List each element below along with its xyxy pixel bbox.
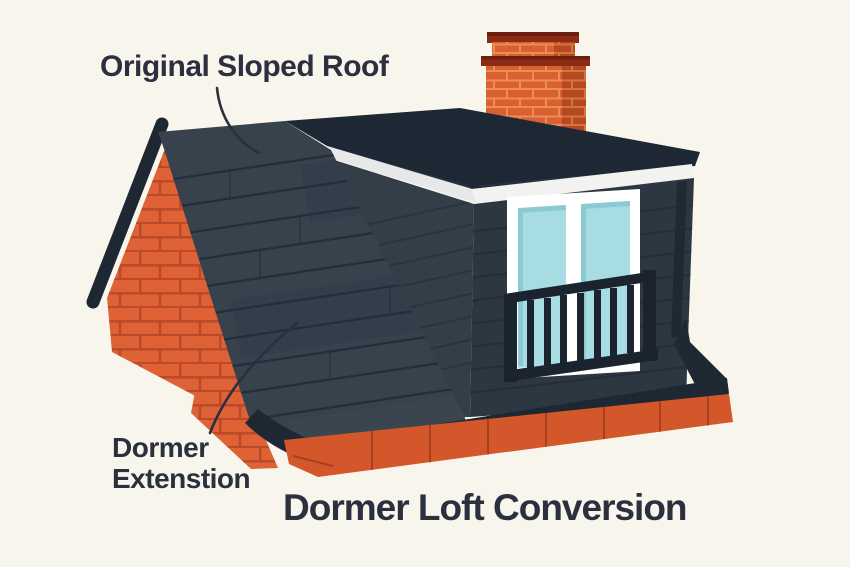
brick-eaves-band: [284, 394, 733, 477]
dormer-corner-trim: [671, 181, 687, 338]
railing-right-post: [643, 270, 656, 361]
chimney-top-cap: [487, 32, 579, 43]
leader-line-dormer-extension: [208, 321, 299, 435]
diagram-title: Dormer Loft Conversion: [283, 487, 688, 528]
brick-gable-wall: [107, 146, 256, 428]
dormer-side-sweep: [674, 318, 729, 396]
original-sloped-roof-label: Original Sloped Roof: [100, 50, 389, 83]
chimney-shoulder-cap: [481, 56, 590, 66]
dormer-extension-label-line1: Dormer: [112, 432, 209, 463]
railing-top-rail: [504, 271, 655, 304]
brick-plinth: [191, 381, 278, 469]
railing-bottom-rail: [504, 349, 658, 382]
balcony-railing: [504, 270, 658, 382]
chimney-upper-tier: [492, 42, 554, 60]
dormer-fascia-front: [472, 164, 694, 203]
dormer-extension-label-line2: Extenstion: [112, 463, 251, 495]
dormer-extension-label: Dormer Extenstion: [112, 432, 251, 495]
railing-left-post: [504, 294, 517, 382]
leader-line-original-roof: [215, 86, 261, 155]
gable-fascia-board: [86, 117, 169, 309]
dormer-fascia-left: [327, 146, 476, 203]
